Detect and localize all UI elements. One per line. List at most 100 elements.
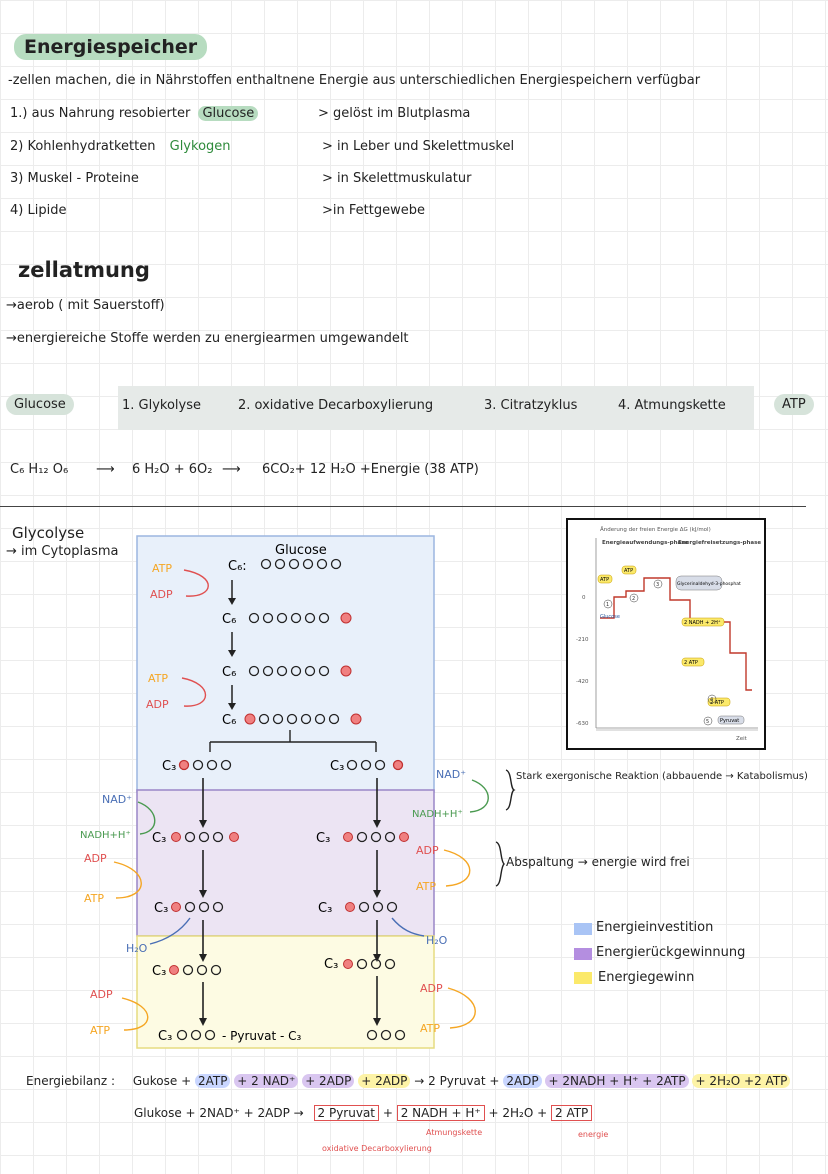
svg-text:2 ATP: 2 ATP [684,660,698,666]
adp-label: ADP [146,698,169,711]
svg-text:Glucose: Glucose [600,614,620,620]
h2o-label: H₂O [426,934,448,947]
c6-label: C₆: [228,559,247,574]
c3-label: C₃ [162,759,176,774]
steps-end-atp: ATP [774,394,814,415]
arrow-icon: ⟶ [96,462,115,477]
legend-swatch-investment [574,923,592,935]
curved-arrow-icon [181,677,207,707]
carbon-chain [260,558,342,570]
pyruvat-row: - Pyruvat - C₃ [222,1029,302,1043]
gain-phase-box [136,935,435,1049]
adp-label: ADP [150,588,173,601]
phosphate-icon [340,665,352,677]
balance-sub-1: oxidative Decarboxylierung [322,1144,432,1153]
inset-phase1: Energieaufwendungs-phase [602,540,689,546]
phosphate-icon [244,713,256,725]
balance-sub-3: energie [578,1130,609,1139]
adp-label: ADP [84,852,107,865]
brace-icon [505,769,516,811]
c6-label: C₆ [222,612,236,627]
steps-start-glucose: Glucose [6,394,74,415]
inset-step-markers: 1 2 3 4 5 [603,579,717,726]
curved-arrow-icon [121,997,149,1031]
phosphate-icon [340,612,352,624]
h2o-label: H₂O [126,942,148,955]
nad-label: NAD⁺ [436,768,466,781]
glycolysis-diagram: Glucose C₆: ATP ADP C₆ C₆ ATP ADP C₆ C₃ [80,535,592,1049]
c6-label: C₆ [222,665,236,680]
atp-label: ATP [420,1022,440,1035]
c3-label: C₃ [154,901,168,916]
inset-phase2: Energiefreisetzungs-phase [678,540,761,546]
adp-label: ADP [90,988,113,1001]
split-note: Abspaltung → energie wird frei [506,855,690,869]
energy-step-line [600,577,752,691]
curved-arrow-icon [149,917,191,945]
c3-label: C₃ [152,831,166,846]
storage-item-2: 2) Kohlenhydratketten Glykogen [10,139,231,154]
svg-text:1: 1 [606,602,609,608]
inset-ylabel: Änderung der freien Energie ΔG (kJ/mol) [600,526,711,533]
respiration-line-1: →aerob ( mit Sauerstoff) [6,298,165,313]
adp-label: ADP [420,982,443,995]
c3-label: C₃ [158,1029,172,1044]
equation-mid: 6 H₂O + 6O₂ [132,462,213,477]
svg-text:-210: -210 [576,637,589,643]
curved-arrow-icon [137,801,156,835]
svg-text:2 ATP: 2 ATP [710,700,724,706]
balance-sub-2: Atmungskette [426,1128,483,1137]
curved-arrow-icon [113,861,142,899]
svg-text:-420: -420 [576,679,589,685]
legend-investment: Energieinvestition [596,920,714,935]
svg-text:-630: -630 [576,721,589,727]
steps-strip [118,386,754,430]
inset-xlabel: Zeit [736,736,748,742]
carbon-chain [248,612,330,624]
carbon-chain [258,713,340,725]
atp-label: ATP [84,892,104,905]
storage-item-3: 3) Muskel - Proteine [10,171,139,186]
storage-detail-1: > gelöst im Blutplasma [318,106,471,121]
step-4: 4. Atmungskette [618,398,726,413]
storage-detail-4: >in Fettgewebe [322,203,425,218]
storage-item-4: 4) Lipide [10,203,67,218]
legend-swatch-gain [574,972,592,984]
legend-gain: Energiegewinn [598,970,695,985]
c3-label: C₃ [316,831,330,846]
nadh-label: NADH+H⁺ [412,809,463,820]
recovery-phase-box [136,789,435,937]
arrow-icon: ⟶ [222,462,241,477]
energy-inset-chart: Änderung der freien Energie ΔG (kJ/mol) … [566,518,766,750]
svg-text:Pyruvat: Pyruvat [720,718,739,724]
equation-reactant: C₆ H₁₂ O₆ [10,462,69,477]
intro-text: -zellen machen, die in Nährstoffen entha… [8,73,701,88]
svg-text:4: 4 [710,697,713,703]
svg-text:ATP: ATP [600,577,609,583]
svg-text:2: 2 [632,596,635,602]
curved-arrow-icon [443,849,471,887]
step-2: 2. oxidative Decarboxylierung [238,398,434,413]
page-title: Energiespeicher [14,34,208,60]
atp-label: ATP [416,880,436,893]
glucose-label: Glucose [275,543,327,558]
section-divider [0,506,806,507]
atp-label: ATP [148,672,168,685]
c6-label: C₆ [222,713,236,728]
c3-label: C₃ [330,759,344,774]
carbon-chain [248,665,330,677]
curved-arrow-icon [469,779,489,813]
svg-text:3: 3 [656,582,659,588]
curved-arrow-icon [391,917,425,937]
c3-label: C₃ [324,957,338,972]
curved-arrow-icon [447,987,476,1029]
atp-label: ATP [90,1024,110,1037]
curved-arrow-icon [183,569,209,597]
glycolysis-location: → im Cytoplasma [6,544,119,559]
respiration-title: zellatmung [18,258,150,282]
equation-product: 6CO₂+ 12 H₂O +Energie (38 ATP) [262,462,479,477]
storage-detail-3: > in Skelettmuskulatur [322,171,472,186]
c3-label: C₃ [152,964,166,979]
storage-detail-2: > in Leber und Skelettmuskel [322,139,515,154]
nad-label: NAD⁺ [102,793,132,806]
